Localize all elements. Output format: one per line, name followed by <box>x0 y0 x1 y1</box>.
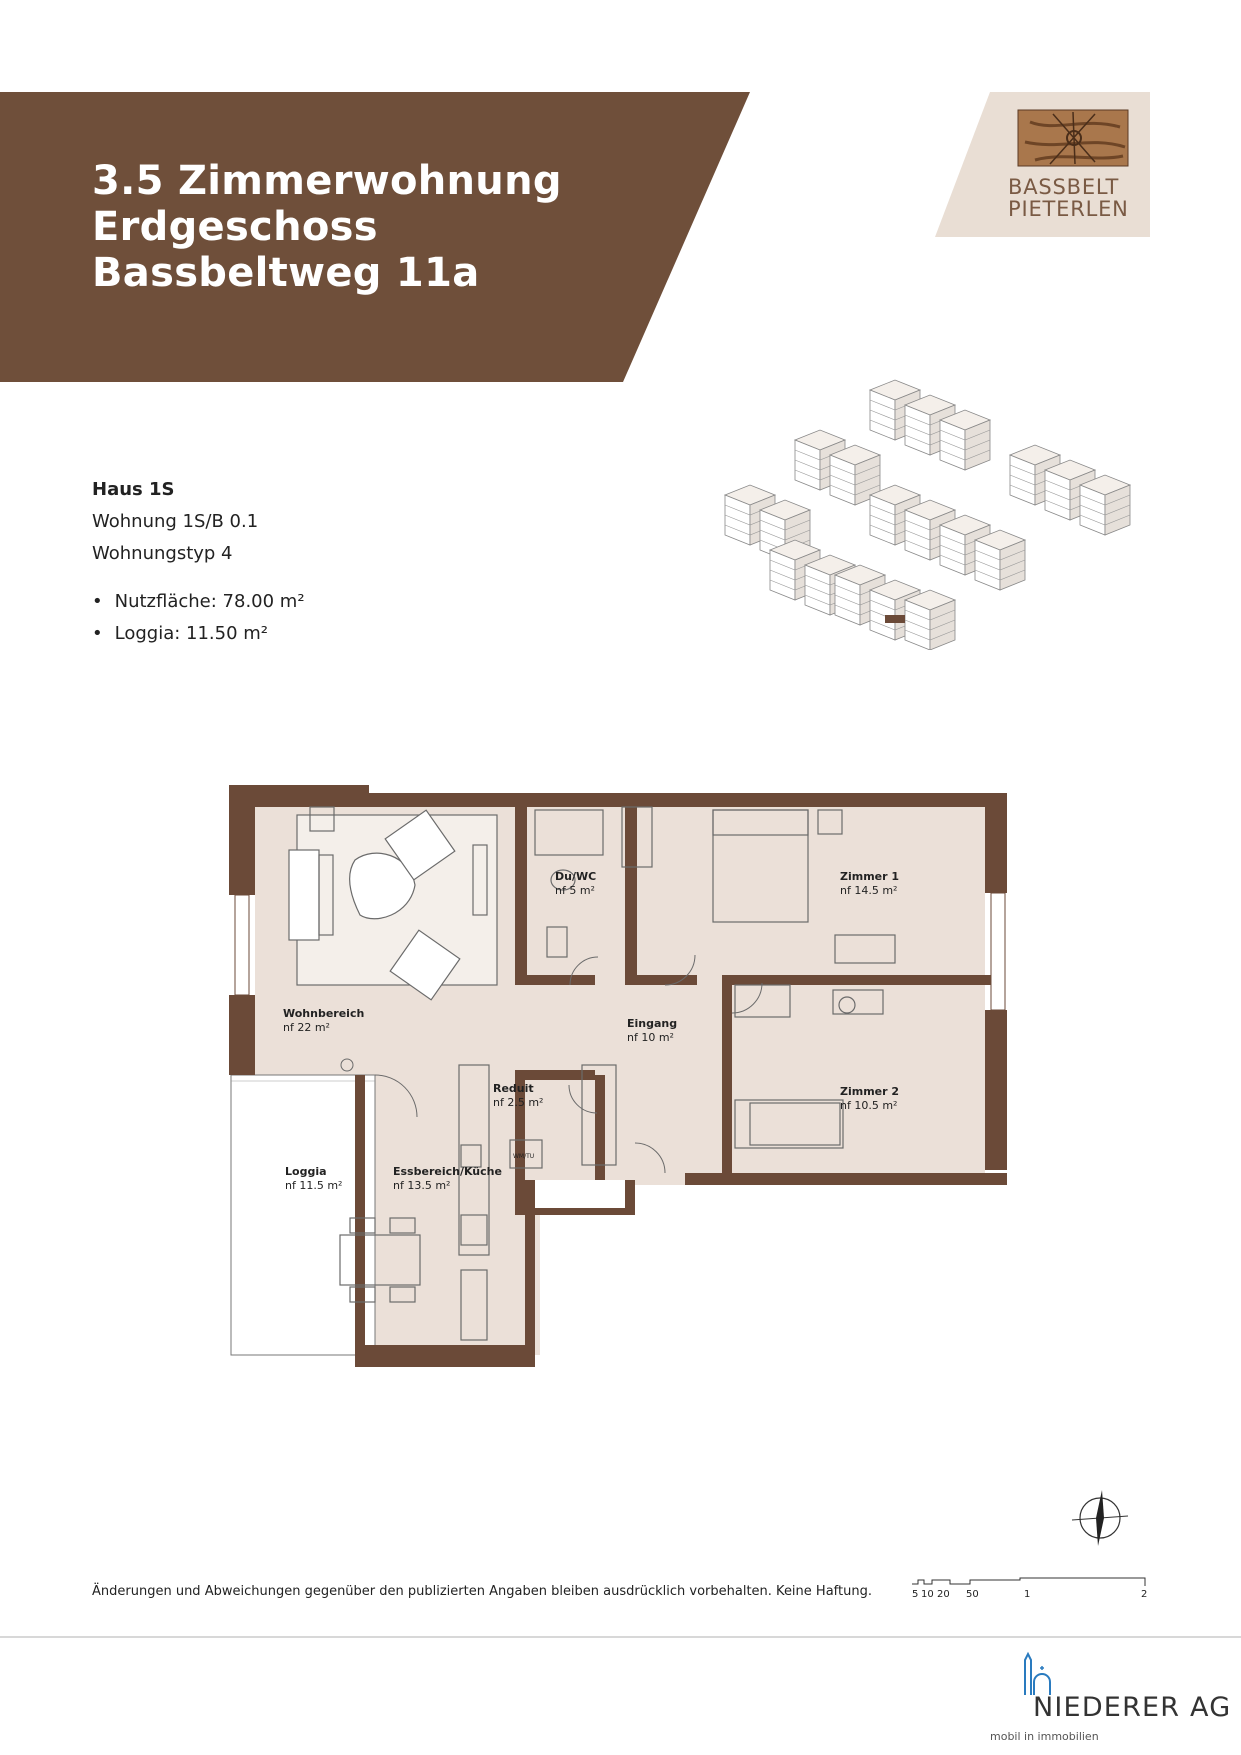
brand-line-1: BASSBELT <box>1008 175 1120 199</box>
room-essbereich-kueche: Essbereich/Küche nf 13.5 m² <box>393 1165 502 1192</box>
building-row-1 <box>869 379 991 471</box>
brand-line-2: PIETERLEN <box>1008 197 1129 221</box>
room-area: nf 10 m² <box>627 1031 674 1044</box>
room-area: nf 2.5 m² <box>493 1096 543 1109</box>
title-line-1: 3.5 Zimmerwohnung <box>92 158 562 204</box>
feature-usable-area: Nutzfläche: 78.00 m² <box>92 590 305 614</box>
title-line-2: Erdgeschoss <box>92 204 378 250</box>
furniture <box>288 806 896 1341</box>
room-reduit: Reduit nf 2.5 m² <box>493 1082 543 1109</box>
room-name: Reduit <box>493 1082 534 1095</box>
type-label: Wohnungstyp 4 <box>92 543 233 564</box>
brand-panel <box>935 92 1150 237</box>
house-label: Haus 1S <box>92 479 175 500</box>
room-name: Du/WC <box>555 870 596 883</box>
scale-label-10: 10 <box>921 1589 934 1600</box>
unit-info: Haus 1S Wohnung 1S/B 0.1 Wohnungstyp 4 N… <box>92 478 305 654</box>
disclaimer-text: Änderungen und Abweichungen gegenüber de… <box>92 1584 872 1599</box>
room-name: Zimmer 1 <box>840 870 899 883</box>
room-du-wc: Du/WC nf 5 m² <box>555 870 596 897</box>
scale-label-20: 20 <box>937 1589 950 1600</box>
site-overview-illustration <box>724 379 1131 650</box>
door-swings <box>340 954 763 1174</box>
room-name: Essbereich/Küche <box>393 1165 502 1178</box>
floor-plan: WM/TU Wohnbereich nf 22 m² Du/WC nf 5 m²… <box>229 785 1007 1367</box>
company-tagline: mobil in immobilien <box>990 1730 1099 1743</box>
feature-list: Nutzfläche: 78.00 m² Loggia: 11.50 m² <box>92 590 305 646</box>
title-line-3: Bassbeltweg 11a <box>92 250 480 296</box>
wood-logo-icon <box>1017 109 1129 167</box>
feature-loggia-area: Loggia: 11.50 m² <box>92 622 305 646</box>
scale-label-1: 1 <box>1024 1589 1030 1600</box>
room-name: Eingang <box>627 1017 677 1030</box>
scale-label-50: 50 <box>966 1589 979 1600</box>
room-zimmer-1: Zimmer 1 nf 14.5 m² <box>840 870 899 897</box>
room-area: nf 13.5 m² <box>393 1179 450 1192</box>
room-area: nf 22 m² <box>283 1021 330 1034</box>
room-name: Wohnbereich <box>283 1007 364 1020</box>
room-loggia: Loggia nf 11.5 m² <box>285 1165 342 1192</box>
appliance-label: WM/TU <box>513 1153 534 1160</box>
room-area: nf 10.5 m² <box>840 1099 897 1112</box>
floor-area <box>255 805 985 1355</box>
scale-label-2: 2 <box>1141 1589 1147 1600</box>
windows <box>234 892 1006 1011</box>
room-area: nf 11.5 m² <box>285 1179 342 1192</box>
page-title: 3.5 Zimmerwohnung Erdgeschoss Bassbeltwe… <box>92 158 562 296</box>
footer-divider <box>0 1636 1241 1638</box>
room-wohnbereich: Wohnbereich nf 22 m² <box>283 1007 364 1034</box>
header-banner <box>0 92 750 382</box>
unit-highlight-marker <box>885 615 905 623</box>
room-area: nf 5 m² <box>555 884 595 897</box>
scale-label-5: 5 <box>912 1589 918 1600</box>
company-name: NIEDERER AG <box>1033 1692 1232 1723</box>
corridor-notch <box>535 1180 625 1208</box>
room-name: Zimmer 2 <box>840 1085 899 1098</box>
north-arrow-icon <box>1071 1490 1129 1546</box>
room-area: nf 14.5 m² <box>840 884 897 897</box>
unit-label: Wohnung 1S/B 0.1 <box>92 511 259 532</box>
brand-name: BASSBELT PIETERLEN <box>1008 176 1148 220</box>
loggia-area <box>230 1074 376 1356</box>
room-name: Loggia <box>285 1165 327 1178</box>
room-zimmer-2: Zimmer 2 nf 10.5 m² <box>840 1085 899 1112</box>
room-eingang: Eingang nf 10 m² <box>627 1017 677 1044</box>
scale-bar: 5 10 20 50 1 2 <box>912 1577 1147 1600</box>
